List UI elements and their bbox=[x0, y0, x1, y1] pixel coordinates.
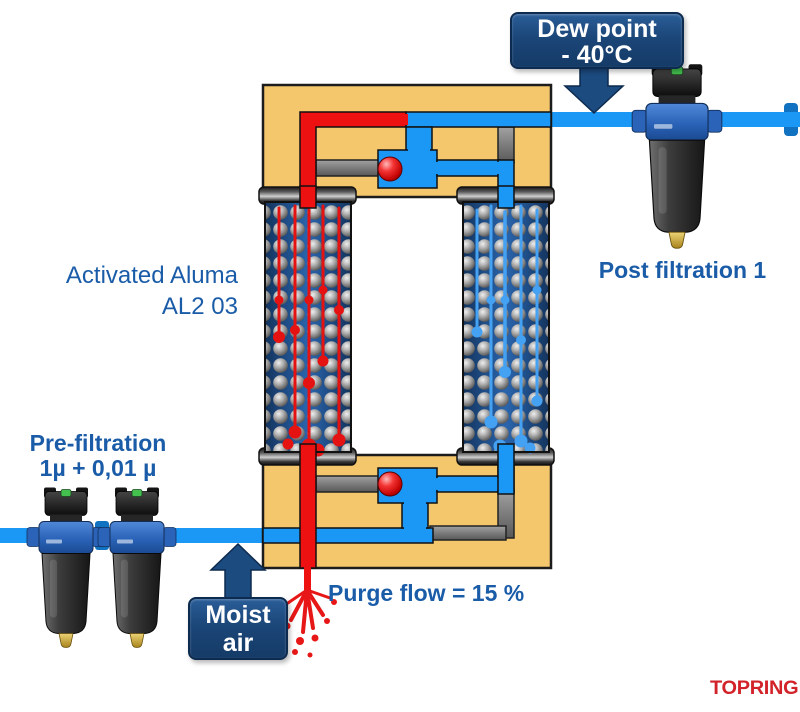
check-valve-bottom bbox=[377, 471, 403, 497]
topring-logo: TOPRING bbox=[710, 678, 799, 699]
closed-passage-top-left bbox=[315, 159, 381, 177]
blue-pipe-from-right-tower bbox=[497, 443, 515, 495]
top-manifold bbox=[261, 83, 553, 200]
purge-spray bbox=[277, 566, 337, 658]
purge-passage bbox=[299, 443, 317, 569]
dew-point-line2: - 40°C bbox=[561, 41, 633, 69]
blue-pipe-into-right-tower bbox=[497, 185, 515, 209]
closed-passage-top-right bbox=[497, 126, 515, 164]
pre-filtration-label: Pre-filtration 1µ + 0,01 µ bbox=[29, 430, 167, 481]
red-pipe-into-left-tower bbox=[299, 185, 317, 209]
moist-air-callout: Moist air bbox=[188, 597, 288, 660]
moist-air-line2: air bbox=[222, 629, 254, 657]
up-arrow-icon bbox=[209, 542, 267, 599]
dew-point-line1: Dew point bbox=[537, 15, 657, 43]
purge-flow-label: Purge flow = 15 % bbox=[328, 580, 525, 606]
pre-filter-2 bbox=[97, 487, 177, 648]
check-valve-top bbox=[377, 156, 403, 182]
down-arrow-icon bbox=[563, 66, 625, 115]
post-filtration-label: Post filtration 1 bbox=[598, 257, 767, 283]
post-filter bbox=[631, 63, 723, 249]
right-tower bbox=[456, 186, 555, 466]
moist-air-line1: Moist bbox=[205, 601, 271, 629]
pre-filter-1 bbox=[26, 487, 106, 648]
dry-air-streaks bbox=[471, 204, 543, 454]
activated-alumina-label: Activated Aluma AL2 03 bbox=[65, 262, 238, 320]
closed-passage-bottom-left bbox=[315, 475, 381, 493]
dew-point-callout: Dew point - 40°C bbox=[510, 12, 684, 69]
left-tower bbox=[258, 186, 357, 466]
